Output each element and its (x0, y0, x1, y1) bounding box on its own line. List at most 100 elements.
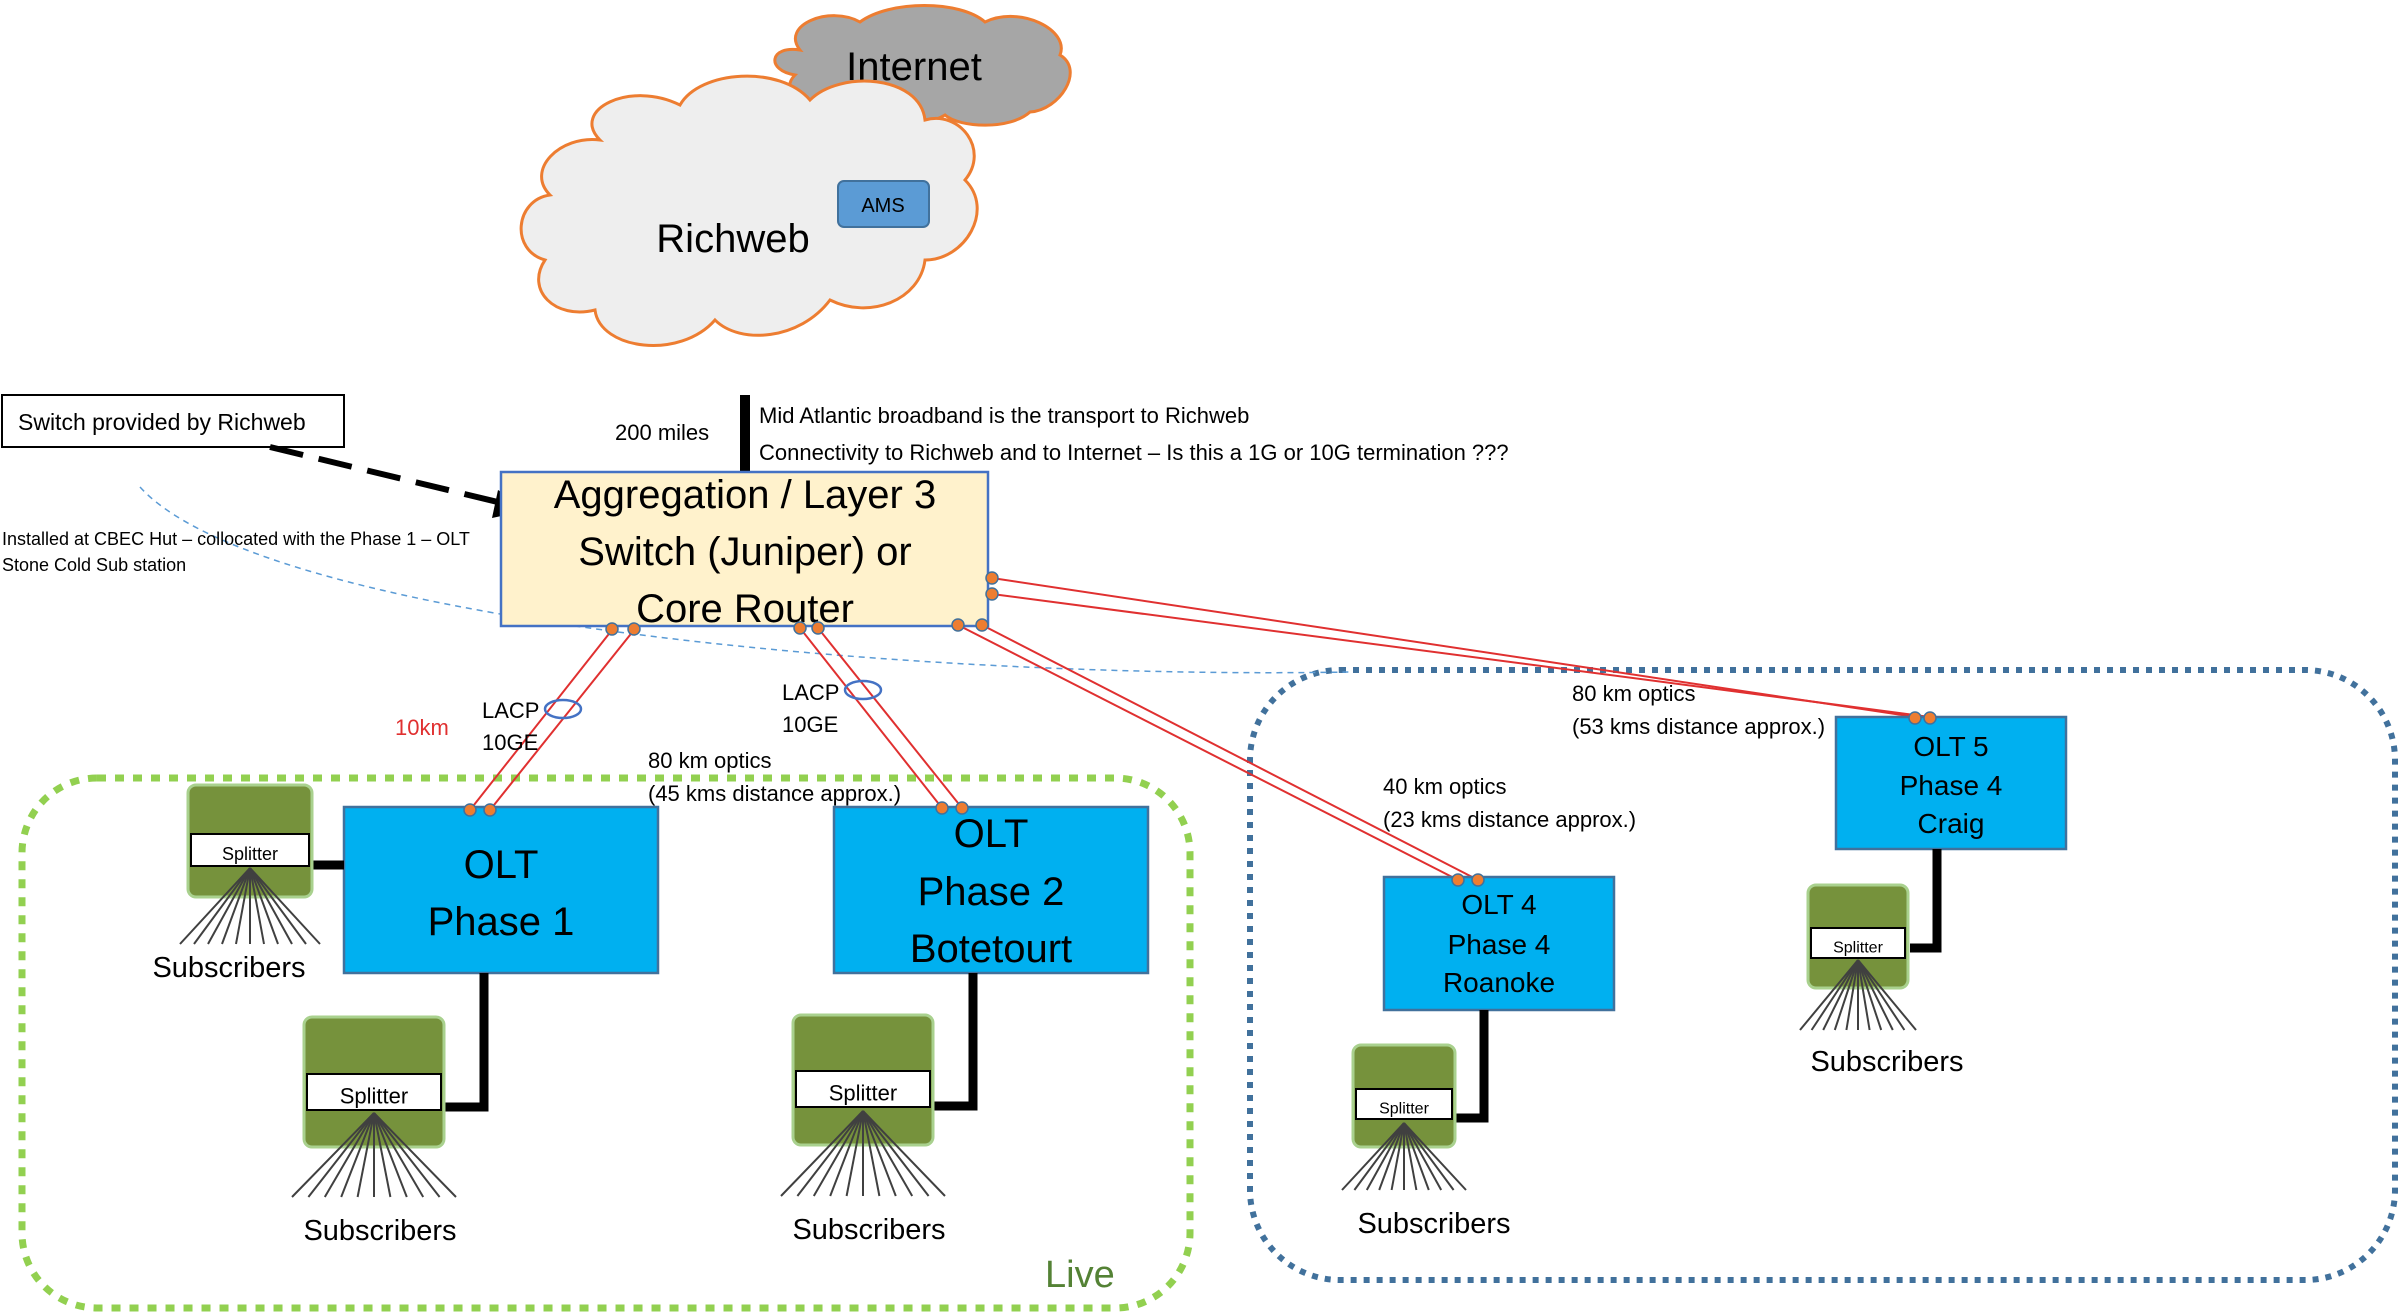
subscriber-fiber-3-11 (862, 1110, 946, 1197)
live-region (18, 774, 1194, 1312)
richweb-cloud: Richweb AMS (519, 74, 979, 347)
olt-phase-2 (832, 805, 1150, 975)
subscriber-fiber-1-8 (249, 867, 279, 945)
lacp-1-label: LACP (482, 698, 539, 723)
core-switch (499, 470, 990, 628)
splitter-label-1: Splitter (222, 844, 278, 864)
optics-5-line1: 80 km optics (1572, 681, 1696, 706)
subscriber-fiber-2-1 (291, 1112, 375, 1198)
uplink-note-2: Connectivity to Richweb and to Internet … (759, 440, 1509, 465)
splitter-label-4: Splitter (1379, 1100, 1429, 1117)
uplink-note-1: Mid Atlantic broadband is the transport … (759, 403, 1249, 428)
uplink-distance: 200 miles (615, 420, 709, 445)
subscriber-fiber-1-2 (193, 867, 251, 945)
subscriber-fiber-1-9 (249, 867, 293, 945)
subscriber-fiber-4-2 (1353, 1122, 1405, 1191)
ge-1-label: 10GE (482, 730, 538, 755)
subscriber-fiber-3-2 (796, 1110, 864, 1197)
lacp-2-label: LACP (782, 680, 839, 705)
olt4-line-3: Roanoke (1443, 967, 1555, 998)
subscriber-fiber-2-2 (307, 1112, 375, 1198)
site-boundary-curve (139, 486, 1351, 674)
optics-2-line2: (45 kms distance approx.) (648, 781, 901, 806)
richweb-label: Richweb (656, 217, 809, 261)
subscriber-fiber-2-8 (373, 1112, 408, 1198)
core-line-2: Switch (Juniper) or (578, 530, 911, 574)
ams-label: AMS (861, 195, 904, 217)
core-line-1: Aggregation / Layer 3 (554, 473, 936, 517)
subscriber-fiber-2-10 (373, 1112, 441, 1198)
optics-4-line1: 40 km optics (1383, 774, 1507, 799)
subscriber-fiber-5-7 (1857, 959, 1871, 1031)
switch-note-arrow (269, 444, 511, 508)
ge-2-label: 10GE (782, 712, 838, 737)
olt-5 (1834, 715, 2068, 851)
subscribers-3: Subscribers (792, 1214, 945, 1246)
subscriber-fiber-4-9 (1403, 1122, 1443, 1191)
switch-note-label: Switch provided by Richweb (18, 409, 306, 435)
subscriber-fiber-4-8 (1403, 1122, 1430, 1191)
olt-phase-1 (342, 805, 660, 975)
subscriber-fiber-2-5 (356, 1112, 375, 1198)
subscriber-fiber-5-2 (1810, 959, 1859, 1031)
subscribers-1: Subscribers (152, 952, 305, 984)
splitter-label-box-4 (1355, 1088, 1453, 1120)
optics-2-line1: 80 km optics (648, 748, 772, 773)
distance-10km: 10km (395, 715, 449, 740)
subscriber-fiber-1-1 (179, 867, 251, 945)
olt1-line-1: OLT (464, 843, 539, 887)
subscriber-fiber-5-4 (1833, 959, 1859, 1031)
olt2-line-2: Phase 2 (918, 870, 1065, 914)
subscriber-fiber-4-5 (1390, 1122, 1405, 1191)
fiber-links (469, 577, 1931, 881)
olt5-line-1: OLT 5 (1913, 731, 1988, 762)
subscriber-fiber-3-8 (862, 1110, 897, 1197)
subscriber-fiber-3-9 (862, 1110, 914, 1197)
optics-5-line2: (53 kms distance approx.) (1572, 714, 1825, 739)
splitter-label-2: Splitter (340, 1083, 408, 1108)
splitter-label-3: Splitter (829, 1080, 897, 1105)
subscriber-fiber-1-5 (235, 867, 251, 945)
subscriber-fiber-2-7 (373, 1112, 392, 1198)
subscriber-fiber-3-7 (862, 1110, 881, 1197)
subscriber-fiber-1-11 (249, 867, 321, 945)
olt4-line-2: Phase 4 (1448, 929, 1551, 960)
splitter-label-box-2 (306, 1073, 442, 1111)
subscriber-fiber-4-3 (1365, 1122, 1405, 1191)
olt2-line-3: Botetourt (910, 927, 1072, 971)
optics-4-line2: (23 kms distance approx.) (1383, 807, 1636, 832)
olt4-line-1: OLT 4 (1461, 889, 1536, 920)
subscriber-fiber-5-10 (1857, 959, 1906, 1031)
subscribers-2: Subscribers (303, 1215, 456, 1247)
subscriber-fiber-5-3 (1822, 959, 1859, 1031)
subscriber-fiber-3-5 (845, 1110, 864, 1197)
subscriber-fiber-2-4 (340, 1112, 375, 1198)
subscriber-fiber-5-9 (1857, 959, 1894, 1031)
install-note-1: Installed at CBEC Hut – collocated with … (2, 529, 470, 549)
subscriber-fiber-4-10 (1403, 1122, 1455, 1191)
olt5-line-2: Phase 4 (1900, 770, 2003, 801)
olt5-line-3: Craig (1918, 808, 1985, 839)
olt-4 (1382, 875, 1616, 1012)
subscriber-fiber-5-5 (1845, 959, 1859, 1031)
subscribers-5: Subscribers (1810, 1046, 1963, 1078)
subscriber-fiber-1-3 (207, 867, 251, 945)
splitter-label-box-3 (795, 1070, 931, 1108)
subscriber-fiber-3-4 (829, 1110, 864, 1197)
subscriber-fiber-5-1 (1799, 959, 1859, 1031)
subscriber-fiber-4-1 (1341, 1122, 1405, 1191)
olt2-line-1: OLT (954, 812, 1029, 856)
subscriber-fiber-5-8 (1857, 959, 1883, 1031)
subscriber-fiber-1-10 (249, 867, 307, 945)
subscriber-fiber-3-3 (812, 1110, 864, 1197)
subscriber-fiber-1-7 (249, 867, 265, 945)
subscriber-fiber-5-11 (1857, 959, 1917, 1031)
drop-lines (310, 849, 1942, 1123)
subscriber-fiber-3-1 (780, 1110, 864, 1197)
future-region (1247, 667, 2398, 1283)
splitter-label-box-5 (1810, 927, 1906, 959)
subscriber-fiber-2-11 (373, 1112, 457, 1198)
splitter-label-5: Splitter (1833, 939, 1883, 956)
